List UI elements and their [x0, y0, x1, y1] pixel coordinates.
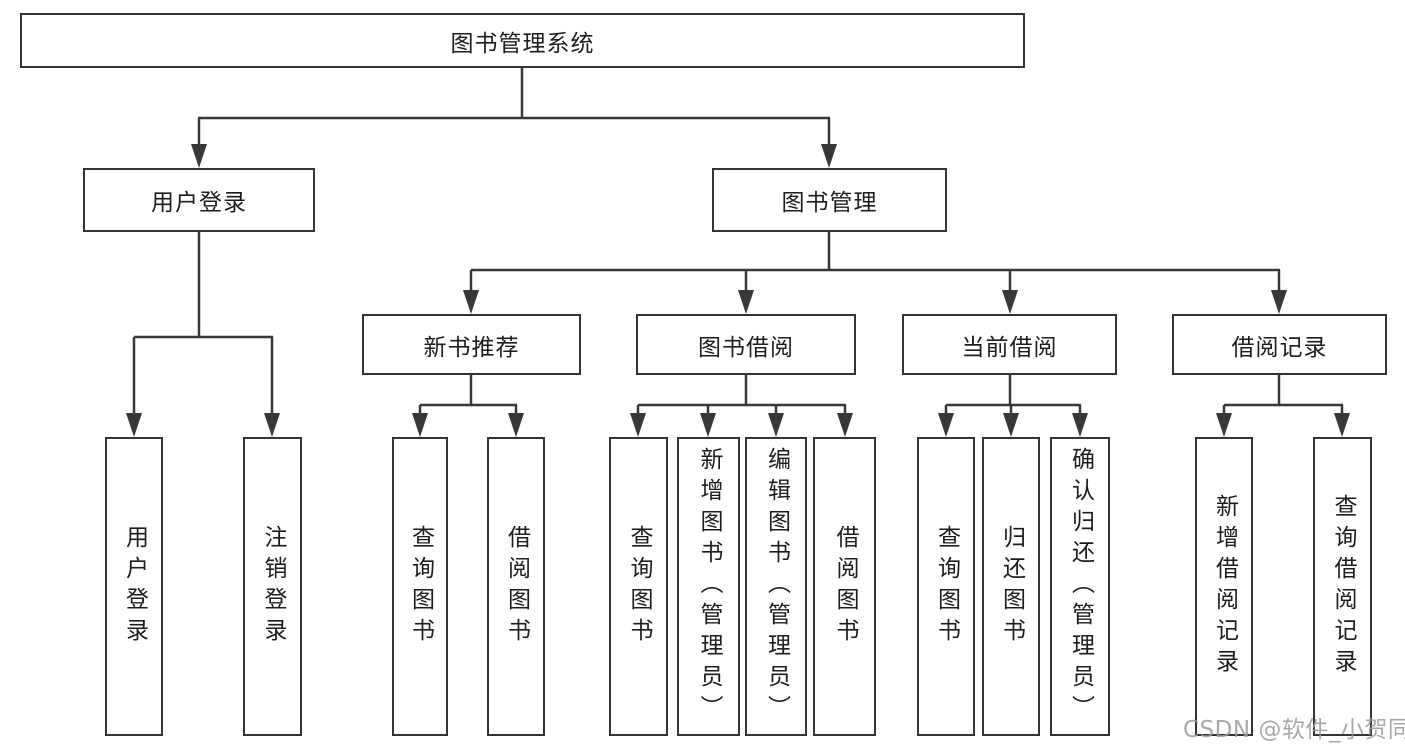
node-label: 图书管理 — [781, 190, 878, 216]
leaf-confirm-return-admin: 确认归还（管理员） — [1050, 437, 1110, 736]
leaf-query-borrow-record: 查询借阅记录 — [1313, 437, 1372, 736]
node-library-management-system: 图书管理系统 — [20, 13, 1025, 68]
leaf-label: 用户登录 — [121, 524, 148, 649]
leaf-query-books-2: 查询图书 — [609, 437, 668, 736]
leaf-label: 新增图书（管理员） — [696, 447, 722, 726]
node-label: 用户登录 — [151, 190, 247, 216]
node-label: 图书借阅 — [698, 334, 794, 361]
node-new-book-recommend: 新书推荐 — [362, 314, 581, 375]
leaf-query-books-1: 查询图书 — [392, 437, 448, 736]
node-borrow-records: 借阅记录 — [1172, 314, 1387, 375]
node-label: 借阅记录 — [1231, 334, 1328, 361]
leaf-borrow-books-2: 借阅图书 — [813, 437, 876, 736]
leaf-label: 查询图书 — [626, 524, 652, 649]
leaf-label: 查询图书 — [407, 524, 434, 649]
leaf-query-books-3: 查询图书 — [917, 437, 975, 736]
arrowheads — [126, 144, 1350, 437]
leaf-borrow-books-1: 借阅图书 — [487, 437, 545, 736]
node-label: 当前借阅 — [961, 334, 1058, 361]
leaf-label: 归还图书 — [998, 524, 1025, 649]
node-current-borrow: 当前借阅 — [902, 314, 1117, 375]
leaf-label: 新增借阅记录 — [1211, 493, 1238, 680]
leaf-return-book: 归还图书 — [982, 437, 1040, 736]
leaf-add-book-admin: 新增图书（管理员） — [677, 437, 740, 736]
node-label: 新书推荐 — [423, 334, 520, 361]
leaf-user-login: 用户登录 — [105, 437, 163, 736]
node-book-borrow: 图书借阅 — [636, 314, 856, 375]
leaf-add-borrow-record: 新增借阅记录 — [1195, 437, 1253, 736]
node-book-management: 图书管理 — [712, 168, 947, 232]
leaf-label: 注销登录 — [260, 524, 286, 649]
node-user-login-group: 用户登录 — [83, 168, 315, 232]
node-label: 图书管理系统 — [450, 30, 595, 57]
leaf-label: 借阅图书 — [503, 524, 530, 649]
leaf-logout: 注销登录 — [243, 437, 302, 736]
csdn-watermark: CSDN @软件_小贺同学 — [1183, 717, 1405, 743]
leaf-label: 查询图书 — [933, 524, 960, 649]
leaf-label: 查询借阅记录 — [1330, 493, 1356, 680]
leaf-label: 借阅图书 — [832, 524, 858, 649]
leaf-edit-book-admin: 编辑图书（管理员） — [745, 437, 807, 736]
leaf-label: 编辑图书（管理员） — [763, 447, 790, 726]
leaf-label: 确认归还（管理员） — [1067, 447, 1094, 726]
